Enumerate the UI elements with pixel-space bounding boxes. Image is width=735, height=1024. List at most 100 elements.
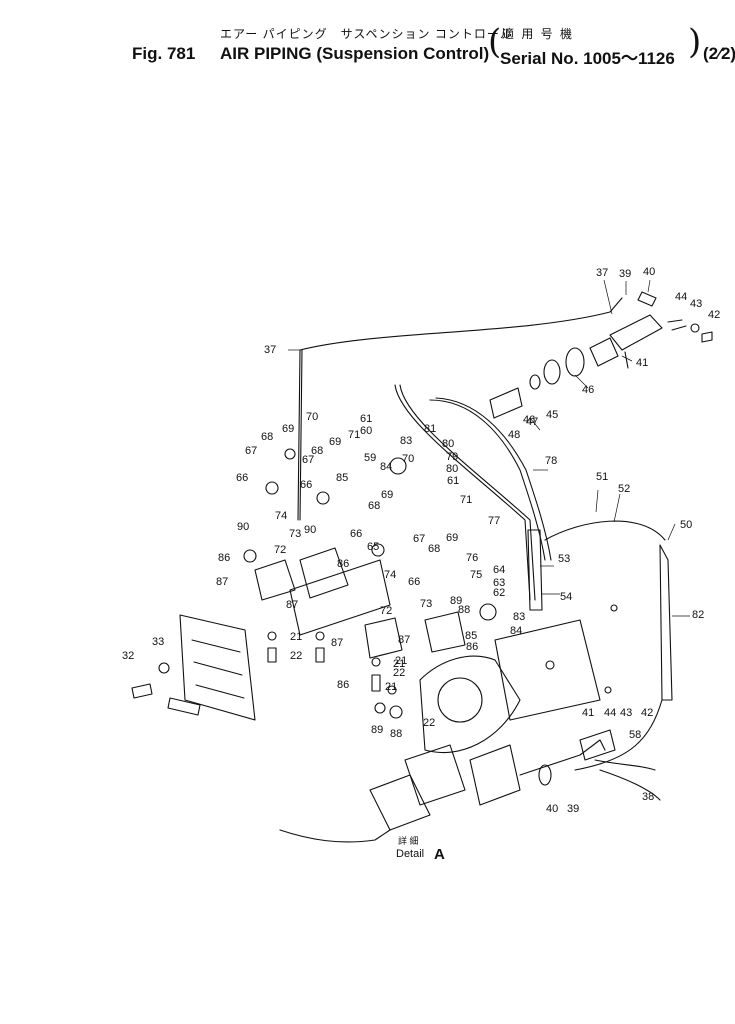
part-callout-40: 40	[643, 266, 655, 278]
fitting-22c	[371, 674, 381, 692]
part-callout-46: 46	[582, 384, 594, 396]
part-callout-76: 76	[466, 552, 478, 564]
part-callout-33: 33	[152, 636, 164, 648]
part-callout-58: 58	[629, 729, 641, 741]
diagram-title: AIR PIPING (Suspension Control)	[220, 44, 490, 63]
actuator-body	[469, 744, 521, 806]
housing-bore	[437, 677, 483, 723]
part-callout-21: 21	[385, 681, 397, 693]
hose-53-b	[399, 384, 536, 601]
part-callout-84: 84	[380, 461, 392, 473]
cylinder-body	[609, 314, 663, 351]
close-bracket: )	[688, 22, 702, 62]
part-callout-69: 69	[329, 436, 341, 448]
valve-left	[254, 559, 296, 601]
part-callout-62: 62	[493, 587, 505, 599]
part-callout-70: 70	[402, 453, 414, 465]
actuator-rod	[519, 739, 606, 776]
part-callout-88: 88	[390, 728, 402, 740]
hose-82-lower	[574, 699, 663, 771]
part-callout-43: 43	[690, 298, 702, 310]
part-callout-42: 42	[708, 309, 720, 321]
bracket-frame	[179, 614, 256, 721]
elbow-89	[374, 702, 386, 714]
washer-47	[529, 374, 541, 390]
part-callout-61: 61	[447, 475, 459, 487]
part-callout-84: 84	[510, 625, 522, 637]
part-callout-85: 85	[465, 630, 477, 642]
part-callout-46: 46	[523, 414, 535, 426]
part-callout-70: 70	[306, 411, 318, 423]
japanese-title: エアー パイピング サスペンション コントロール	[220, 27, 513, 41]
part-callout-42: 42	[641, 707, 653, 719]
part-callout-60: 60	[360, 425, 372, 437]
part-callout-22: 22	[393, 667, 405, 679]
part-callout-74: 74	[275, 510, 287, 522]
hole-3	[604, 686, 612, 694]
part-callout-72: 72	[274, 544, 286, 556]
part-callout-67: 67	[413, 533, 425, 545]
part-callout-89: 89	[450, 595, 462, 607]
valve-lower-b	[424, 611, 466, 653]
part-callout-45: 45	[546, 409, 558, 421]
cover-plate	[494, 619, 601, 721]
part-callout-39: 39	[567, 803, 579, 815]
hose-78-b	[435, 397, 552, 561]
part-callout-41: 41	[636, 357, 648, 369]
part-callout-65: 65	[367, 541, 379, 553]
part-callout-32: 32	[122, 650, 134, 662]
part-callout-86: 86	[337, 558, 349, 570]
part-callout-61: 61	[360, 413, 372, 425]
part-callout-53: 53	[558, 553, 570, 565]
part-callout-47: 47	[526, 416, 538, 428]
part-callout-78: 78	[545, 455, 557, 467]
bracket-ribs	[191, 639, 245, 699]
elbow-84	[479, 603, 497, 621]
bolt-42	[701, 331, 713, 343]
part-callout-89: 89	[371, 724, 383, 736]
part-callout-71: 71	[460, 494, 472, 506]
housing-plate	[419, 655, 521, 754]
part-callout-80: 80	[442, 438, 454, 450]
part-callout-73: 73	[420, 598, 432, 610]
tube-37-vertical-b	[299, 349, 303, 521]
part-callout-68: 68	[428, 543, 440, 555]
hose-53	[394, 384, 531, 601]
detail-jp-label: 詳 細	[398, 835, 419, 846]
part-callout-21: 21	[290, 631, 302, 643]
part-callout-40: 40	[546, 803, 558, 815]
part-callout-54: 54	[560, 591, 572, 603]
part-callout-44: 44	[675, 291, 687, 303]
part-callout-37: 37	[596, 267, 608, 279]
nut-43	[690, 323, 700, 333]
flange-left	[369, 774, 431, 831]
valve-middle	[299, 547, 349, 599]
part-callout-59: 59	[364, 452, 376, 464]
hole-1	[610, 604, 618, 612]
nut-21b	[315, 631, 325, 641]
part-callout-22: 22	[423, 717, 435, 729]
part-callout-37: 37	[264, 344, 276, 356]
mounting-plate	[289, 559, 391, 636]
tube-to-50	[544, 520, 666, 541]
nut-21a	[267, 631, 277, 641]
figure-number: Fig. 781	[132, 44, 196, 63]
part-callout-66: 66	[236, 472, 248, 484]
part-callout-83: 83	[400, 435, 412, 447]
part-callout-68: 68	[311, 445, 323, 457]
part-callout-90: 90	[237, 521, 249, 533]
diaphragm-46	[565, 347, 585, 377]
part-callout-68: 68	[261, 431, 273, 443]
tube-38	[599, 769, 661, 801]
drawing-lines	[131, 291, 713, 843]
hole-2	[545, 660, 555, 670]
part-callout-39: 39	[619, 268, 631, 280]
part-callout-43: 43	[620, 707, 632, 719]
japanese-serial-label: 適 用 号 機	[502, 27, 575, 41]
open-bracket: (	[488, 22, 502, 62]
hose-82	[659, 544, 673, 701]
part-callout-66: 66	[350, 528, 362, 540]
part-callout-68: 68	[368, 500, 380, 512]
cylinder-pin	[624, 351, 629, 369]
